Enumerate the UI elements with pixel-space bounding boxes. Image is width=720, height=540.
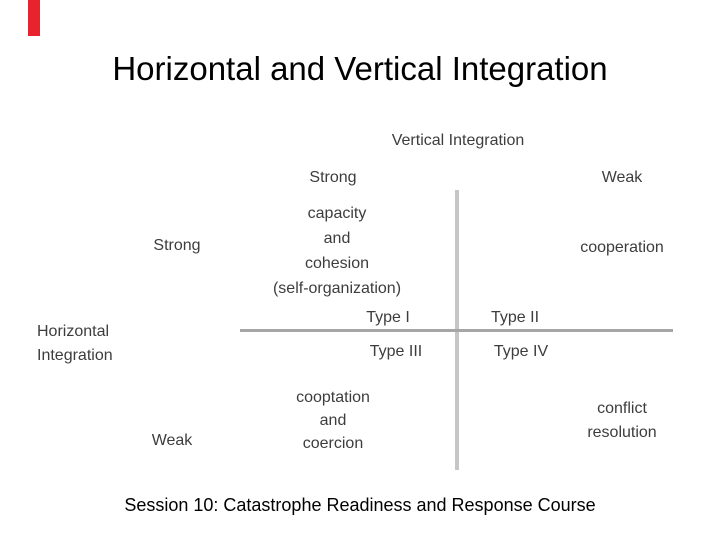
quadrant-bottom-right-line2: resolution: [587, 424, 657, 441]
column-label-strong: Strong: [309, 169, 357, 186]
type-ii-label: Type II: [490, 309, 540, 326]
quadrant-top-left-text: capacity and cohesion (self-organization…: [273, 201, 401, 301]
red-corner-mark: [28, 0, 40, 36]
quadrant-bottom-left-line1: cooptation: [296, 389, 370, 406]
type-iv-label: Type IV: [493, 343, 549, 360]
quadrant-bottom-right-text: conflict resolution: [587, 397, 656, 445]
slide-title: Horizontal and Vertical Integration: [112, 50, 608, 87]
quadrant-top-left-line2: and: [323, 230, 351, 247]
vertical-axis-title: Vertical Integration: [391, 132, 525, 149]
quadrant-bottom-left-line3: coercion: [302, 435, 364, 452]
quadrant-bottom-left-line2: and: [319, 412, 347, 429]
horizontal-axis-title-line1: Horizontal: [37, 323, 110, 340]
horizontal-axis-title-line2: Integration: [37, 347, 113, 364]
quadrant-top-left-line3: cohesion: [304, 255, 370, 272]
quadrant-top-right-text: cooperation: [580, 239, 664, 256]
type-i-label: Type I: [366, 309, 410, 326]
horizontal-axis-title: Horizontal Integration: [37, 320, 113, 368]
slide-footer: Session 10: Catastrophe Readiness and Re…: [124, 495, 596, 515]
horizontal-axis-line: [240, 329, 673, 332]
row-label-strong: Strong: [153, 237, 201, 254]
type-iii-label: Type III: [369, 343, 423, 360]
column-label-weak: Weak: [601, 169, 643, 186]
quadrant-top-left-line4: (self-organization): [272, 280, 402, 297]
quadrant-top-left-line1: capacity: [307, 205, 367, 222]
quadrant-bottom-right-line1: conflict: [597, 400, 647, 417]
quadrant-bottom-left-text: cooptation and coercion: [296, 386, 370, 455]
row-label-weak: Weak: [151, 432, 193, 449]
